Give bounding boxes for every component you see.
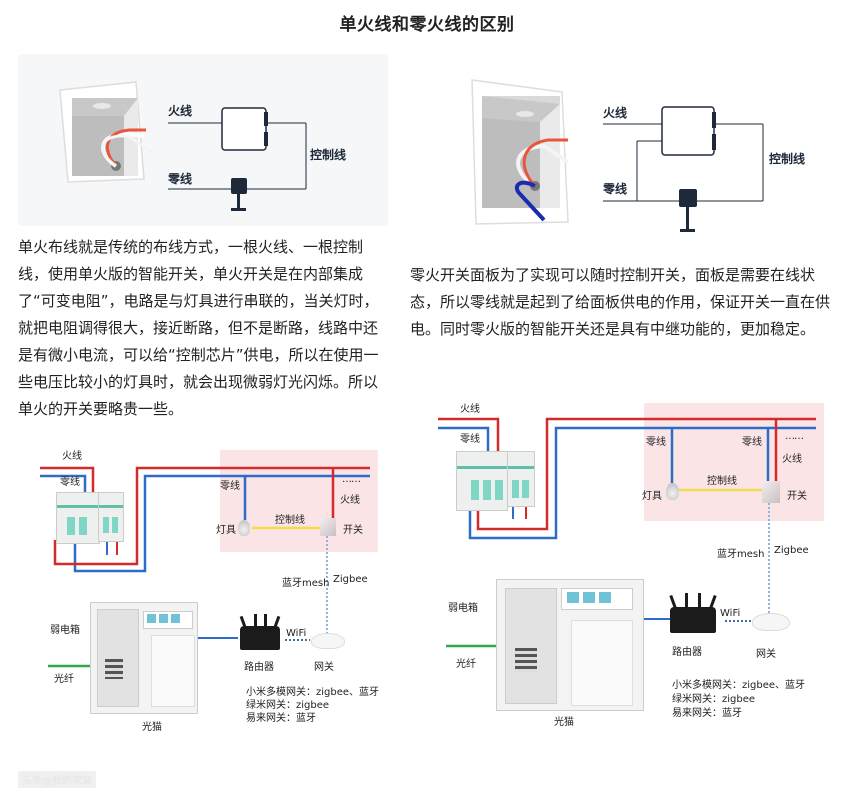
single-fire-schematic: 火线 零线 控制线 — [18, 54, 388, 226]
wifi-label: WiFi — [286, 628, 307, 639]
zigbee-label: Zigbee — [333, 574, 368, 585]
ellipsis-label: …… — [785, 431, 804, 442]
breaker-sub — [507, 451, 535, 507]
lamp-icon — [679, 189, 697, 207]
switch-panel-icon — [221, 107, 267, 151]
lamp-icon — [231, 178, 247, 194]
zigbee-label: Zigbee — [774, 545, 809, 556]
lamp-bulb-icon — [238, 520, 250, 536]
gateway-note: 绿米网关：zigbee — [246, 700, 330, 711]
control-wire-label: 控制线 — [769, 152, 806, 166]
page-title: 单火线和零火线的区别 — [339, 15, 515, 35]
modem-label: 光猫 — [142, 722, 162, 733]
gateway-note: 易来网关：蓝牙 — [246, 713, 316, 724]
modem-label: 光猫 — [554, 717, 574, 728]
breaker-main — [456, 451, 508, 511]
bluetooth-mesh-label: 蓝牙mesh — [717, 549, 765, 560]
lamp-label: 灯具 — [216, 525, 236, 536]
neutral-wire-label: 零线 — [603, 182, 628, 196]
breaker-main — [56, 492, 100, 544]
single-fire-description: 单火布线就是传统的布线方式，一根火线、一根控制线，使用单火版的智能开关，单火开关… — [18, 238, 379, 418]
fiber-label: 光纤 — [456, 659, 476, 670]
fiber-label: 光纤 — [54, 674, 74, 685]
neutral-wire-label: 零线 — [168, 172, 193, 186]
switch-label: 开关 — [787, 491, 807, 502]
wifi-label: WiFi — [720, 608, 741, 619]
lamp-label: 灯具 — [642, 491, 662, 502]
live-wire-label: 火线 — [460, 404, 480, 415]
control-wire-label: 控制线 — [310, 148, 347, 162]
smart-switch-icon — [320, 518, 336, 536]
bluetooth-mesh-label: 蓝牙mesh — [282, 578, 330, 589]
router-icon — [240, 626, 280, 650]
single-fire-wiring-diagram: 火线 零线 零线 …… 火线 灯具 控制线 开关 蓝牙mesh Zigbee 弱… — [20, 440, 380, 750]
router-label: 路由器 — [244, 662, 274, 673]
schematic-lines — [168, 107, 307, 211]
room-neutral-label: 零线 — [220, 481, 240, 492]
zero-fire-wiring-diagram: 火线 零线 零线 零线 …… 火线 灯具 控制线 开关 蓝牙mesh Zigbe… — [420, 395, 830, 745]
neutral-wire-label: 零线 — [60, 477, 80, 488]
gateway-label: 网关 — [756, 649, 776, 660]
wall-box-illustration — [59, 81, 153, 183]
ellipsis-label: …… — [342, 474, 361, 485]
zero-fire-schematic: 火线 零线 控制线 — [440, 62, 840, 234]
router-antenna — [264, 614, 267, 626]
weak-current-box — [496, 579, 644, 711]
gateway-note: 小米多模网关：zigbee、蓝牙 — [246, 687, 380, 698]
gateway-note: 易来网关：蓝牙 — [672, 708, 742, 719]
gateway-note: 绿米网关：zigbee — [672, 694, 756, 705]
room-live-label: 火线 — [782, 454, 802, 465]
watermark: 头条@我的家装 — [18, 771, 96, 788]
room-area — [644, 403, 824, 521]
wall-box-illustration — [471, 79, 570, 225]
zero-fire-description: 零火开关面板为了实现可以随时控制开关，面板是需要在线状态，所以零线就是起到了给面… — [410, 266, 831, 338]
weak-box-label: 弱电箱 — [50, 625, 80, 636]
lamp-bulb-icon — [666, 483, 679, 500]
control-wire-label: 控制线 — [707, 476, 737, 487]
live-wire-label: 火线 — [168, 104, 193, 118]
router-label: 路由器 — [672, 647, 702, 658]
weak-current-box — [90, 602, 198, 714]
switch-panel-icon — [661, 106, 715, 156]
room-live-label: 火线 — [340, 495, 360, 506]
gateway-note: 小米多模网关：zigbee、蓝牙 — [672, 680, 806, 691]
gateway-label: 网关 — [314, 662, 334, 673]
router-icon — [670, 607, 716, 633]
room-neutral-label: 零线 — [742, 437, 762, 448]
gateway-icon — [311, 633, 345, 649]
schematic-lines — [603, 106, 764, 232]
smart-switch-icon — [762, 481, 780, 503]
breaker-sub — [98, 492, 124, 542]
room-neutral-label: 零线 — [646, 437, 666, 448]
wiring-lines — [40, 466, 370, 668]
live-wire-label: 火线 — [62, 451, 82, 462]
router-antenna — [685, 593, 688, 607]
gateway-icon — [752, 613, 790, 631]
switch-label: 开关 — [343, 525, 363, 536]
wiring-lines — [438, 417, 816, 648]
router-antenna — [698, 593, 701, 607]
control-wire-label: 控制线 — [275, 515, 305, 526]
neutral-wire-label: 零线 — [460, 434, 480, 445]
weak-box-label: 弱电箱 — [448, 603, 478, 614]
router-antenna — [254, 614, 257, 626]
live-wire-label: 火线 — [603, 106, 628, 120]
